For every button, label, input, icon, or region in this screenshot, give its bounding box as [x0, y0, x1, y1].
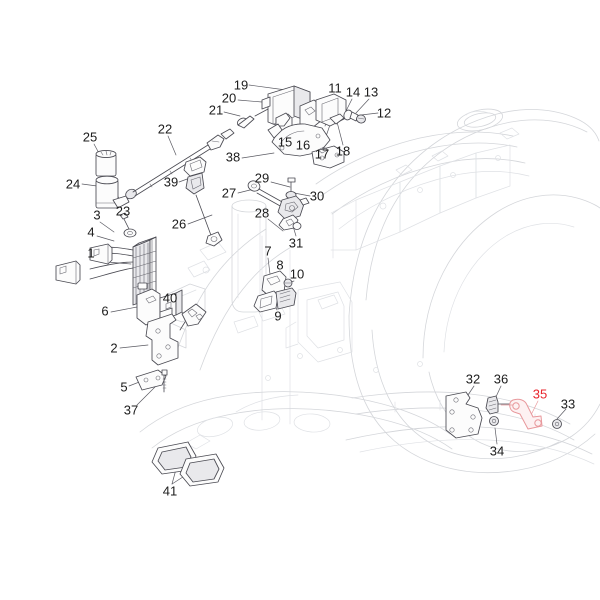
part-15-clip	[275, 112, 291, 127]
callout-label-27[interactable]: 27	[221, 185, 237, 201]
part-1-voltage-regulator	[55, 236, 157, 306]
part-8-10-fasteners	[283, 278, 293, 288]
part-32-mounting-bracket	[445, 391, 483, 439]
callout-label-36[interactable]: 36	[493, 371, 509, 387]
callout-label-21[interactable]: 21	[208, 102, 224, 118]
callout-label-15[interactable]: 15	[277, 134, 293, 150]
callout-label-14[interactable]: 14	[345, 84, 361, 100]
part-9-connectors	[253, 287, 297, 313]
callout-label-13[interactable]: 13	[363, 84, 379, 100]
callout-label-41[interactable]: 41	[162, 483, 178, 499]
part-38-support-bracket	[267, 123, 345, 169]
callout-label-29[interactable]: 29	[254, 170, 270, 186]
callout-label-39[interactable]: 39	[163, 174, 179, 190]
callout-label-30[interactable]: 30	[309, 188, 325, 204]
callout-label-35[interactable]: 35	[532, 386, 548, 402]
part-35-highlighted-lever	[500, 398, 543, 430]
callout-label-25[interactable]: 25	[82, 129, 98, 145]
part-33-washer	[552, 419, 562, 429]
callout-label-37[interactable]: 37	[123, 402, 139, 418]
callout-label-1[interactable]: 1	[87, 245, 95, 261]
part-27-link-rod	[247, 180, 285, 208]
callout-label-24[interactable]: 24	[65, 176, 81, 192]
callout-label-22[interactable]: 22	[157, 121, 173, 137]
callout-label-2[interactable]: 2	[110, 340, 118, 356]
callout-label-10[interactable]: 10	[289, 266, 305, 282]
callout-label-12[interactable]: 12	[376, 105, 392, 121]
callout-label-20[interactable]: 20	[221, 90, 237, 106]
callout-label-6[interactable]: 6	[101, 303, 109, 319]
callout-label-26[interactable]: 26	[171, 216, 187, 232]
callout-label-18[interactable]: 18	[335, 143, 351, 159]
callout-label-23[interactable]: 23	[115, 203, 131, 219]
part-2-mounting-plate	[145, 313, 179, 366]
callout-label-3[interactable]: 3	[93, 207, 101, 223]
part-29-30-bolt-spacer	[285, 177, 297, 199]
callout-label-8[interactable]: 8	[276, 257, 284, 273]
callout-label-16[interactable]: 16	[295, 137, 311, 153]
part-41-vent-grilles	[151, 441, 225, 487]
part-24-25-cylinder-assembly	[95, 149, 137, 209]
part-12-13-14-fasteners	[343, 109, 366, 124]
part-21-rod-end	[206, 128, 235, 151]
part-36-clip	[485, 395, 517, 415]
callout-label-34[interactable]: 34	[489, 443, 505, 459]
callout-label-28[interactable]: 28	[254, 205, 270, 221]
part-40-sensor	[179, 303, 207, 331]
callout-label-33[interactable]: 33	[560, 396, 576, 412]
callout-label-11[interactable]: 11	[328, 80, 342, 96]
callout-label-32[interactable]: 32	[465, 371, 481, 387]
part-28-31-actuator	[277, 195, 310, 231]
callout-label-7[interactable]: 7	[264, 243, 272, 259]
part-34-nut	[489, 416, 499, 426]
callout-label-40[interactable]: 40	[162, 290, 178, 306]
callout-label-31[interactable]: 31	[288, 235, 304, 251]
callout-label-17[interactable]: 17	[314, 146, 330, 162]
callout-label-38[interactable]: 38	[225, 149, 241, 165]
callout-label-19[interactable]: 19	[233, 77, 249, 93]
callout-label-9[interactable]: 9	[274, 308, 282, 324]
part-3-4-screw-grommet	[119, 212, 137, 238]
callout-label-4[interactable]: 4	[87, 224, 95, 240]
part-20-sleeve	[236, 115, 255, 129]
part-37-screw	[161, 369, 168, 393]
callout-label-5[interactable]: 5	[120, 379, 128, 395]
part-5-small-plate	[135, 369, 167, 391]
part-26-39-sensor-cable	[183, 156, 223, 247]
